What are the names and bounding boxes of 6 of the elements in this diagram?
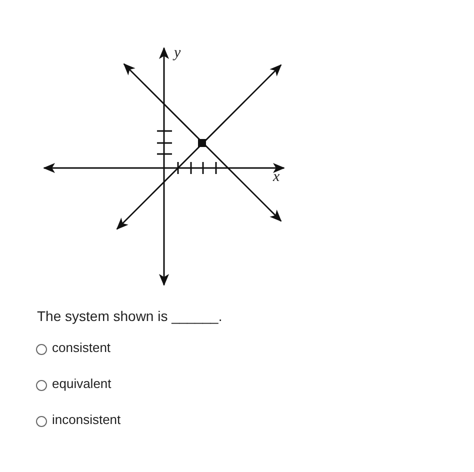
y-axis-label: y [174, 46, 181, 61]
option-text: inconsistent [52, 412, 121, 428]
x-axis-label: x [273, 170, 280, 185]
question-text: The system shown is ______. [37, 307, 222, 325]
option-text: equivalent [52, 376, 112, 392]
option-text: consistent [52, 340, 111, 356]
